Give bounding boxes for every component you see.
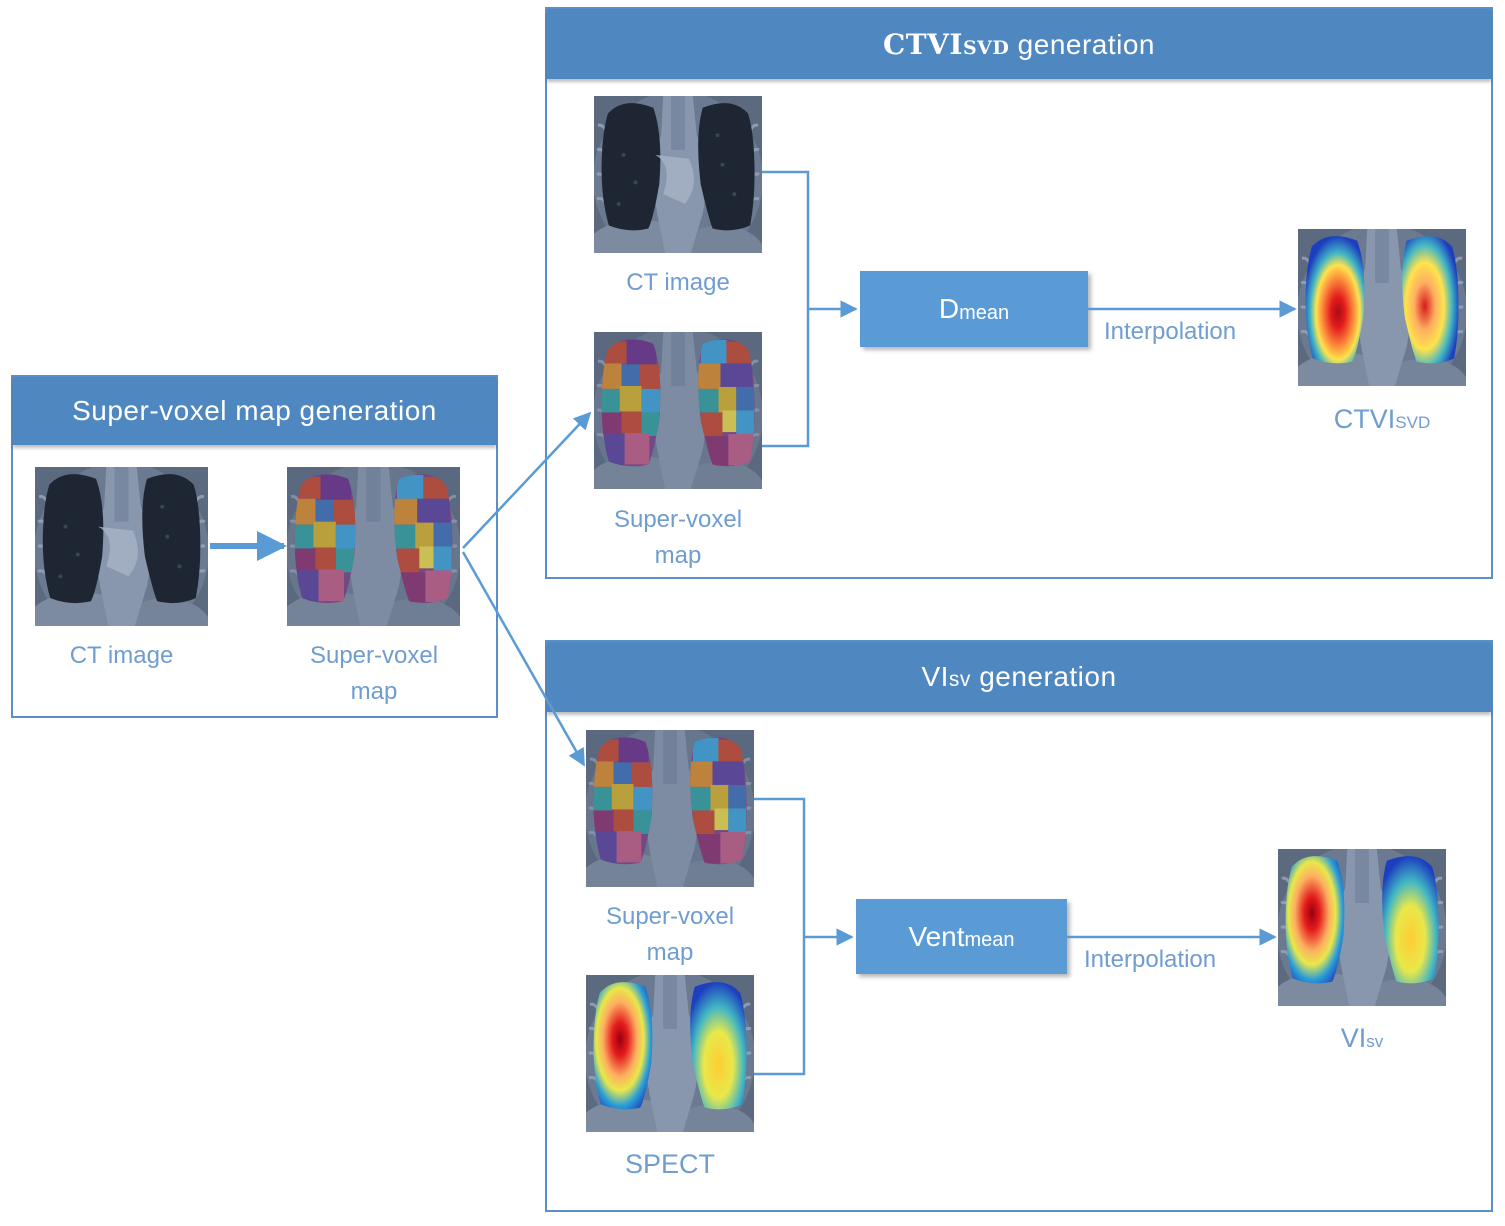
visv-interpolation-label: Interpolation [1084,946,1217,973]
supervoxel-ct-caption: CT image [69,642,174,669]
supervoxel-panel-title: Super-voxel map generation [72,395,437,426]
supervoxel-map-image [287,467,460,626]
ctvi-ct-caption: CT image [626,269,730,296]
ctvi-map-caption: Super-voxel map [613,506,743,569]
spect-caption: SPECT [624,1149,716,1179]
ct-scan-image [594,96,762,253]
ctvi-panel-header: CTVISVD generation [547,9,1491,79]
ctvi-output-caption: CTVISVD [1333,404,1431,434]
supervoxel-map-image [594,332,762,489]
visv-map-caption: Super-voxel map [605,903,735,966]
supervoxel-map-caption: Super-voxel map [309,642,439,705]
ct-scan-image [35,467,208,626]
visv-panel-header: VIsv generation [547,642,1491,712]
visv-output-caption: VIsv [1340,1023,1384,1053]
visv-panel-title: VIsv generation [921,661,1117,692]
ctvi-panel-title: CTVISVD generation [882,27,1155,61]
supervoxel-map-image [586,730,754,887]
ventilation-heatmap-image [1298,229,1466,386]
ctvi-interpolation-label: Interpolation [1104,318,1237,345]
ventilation-heatmap-image [1278,849,1446,1006]
supervoxel-panel-header: Super-voxel map generation [13,377,496,445]
spect-image [586,975,754,1132]
